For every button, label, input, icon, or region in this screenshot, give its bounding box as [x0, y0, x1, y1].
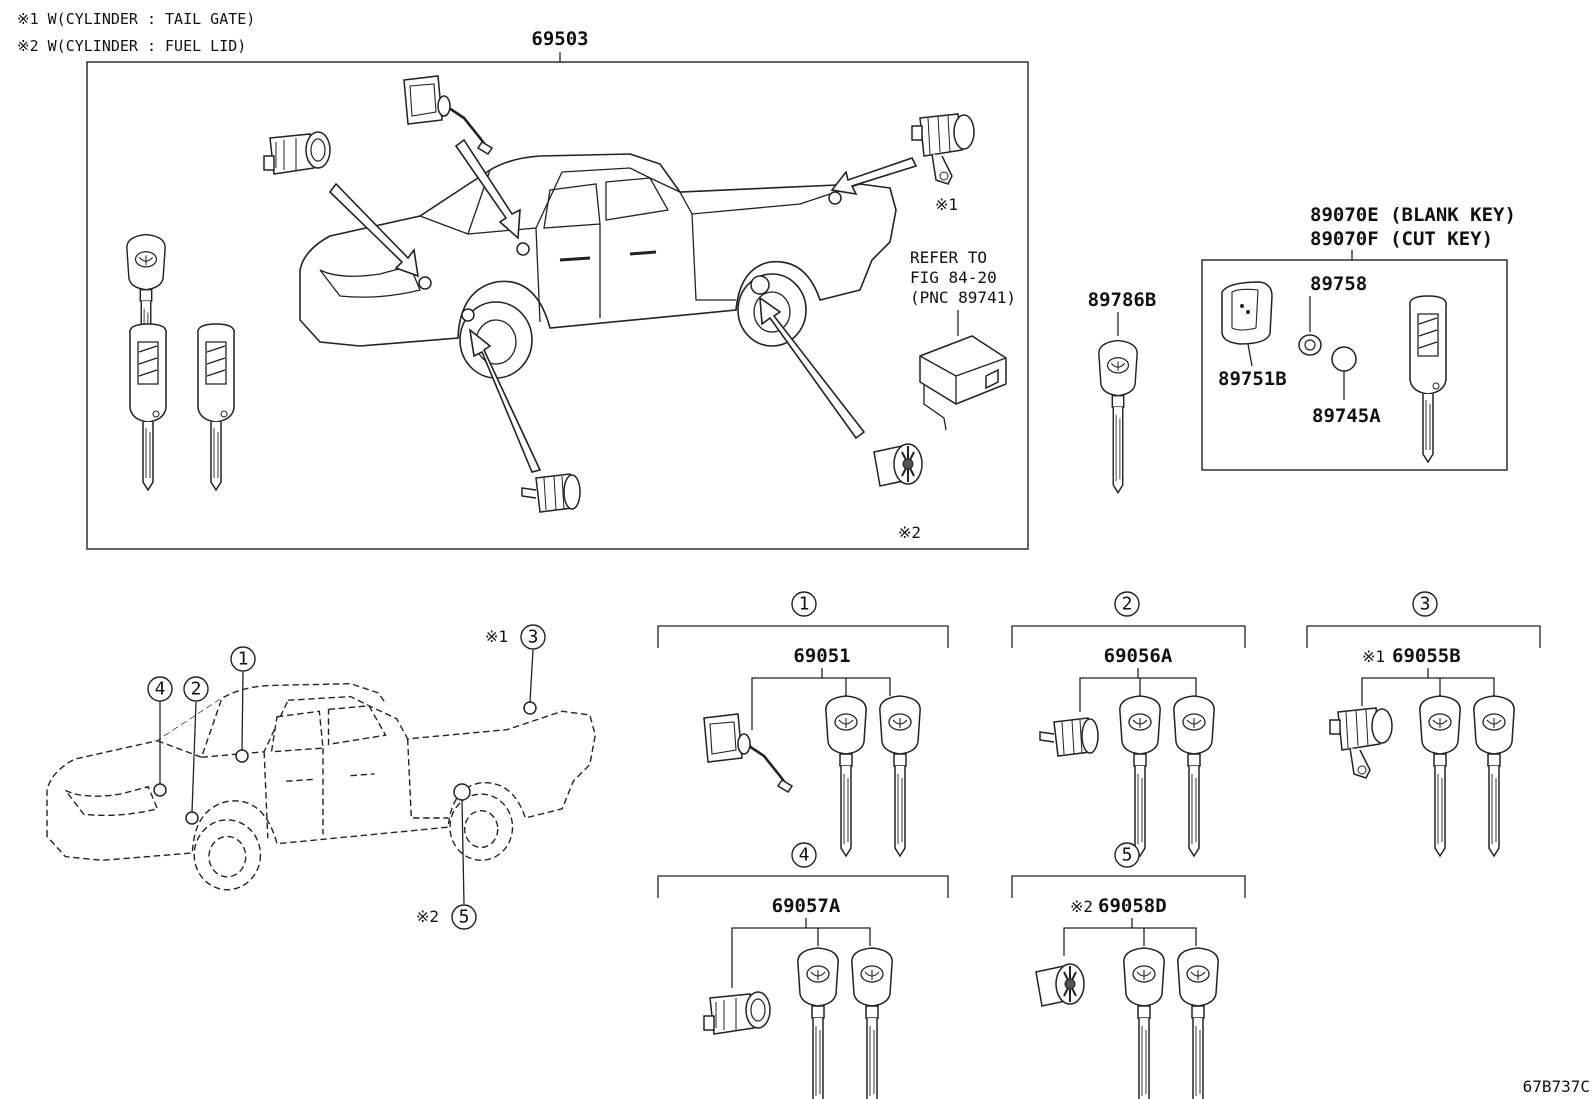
ignition-cylinder-part: [703, 991, 771, 1035]
group-3: 3 ※1 69055B: [1306, 591, 1541, 857]
remote-key-icon: [1409, 295, 1447, 463]
steering-lock-part: [402, 74, 494, 156]
key-icon: [1123, 947, 1165, 1099]
part-number-69056A: 69056A: [1104, 645, 1173, 667]
group-4: 4 69057A: [657, 842, 949, 1099]
part-number-69055B: 69055B: [1392, 645, 1461, 667]
part-number-69051: 69051: [793, 645, 850, 667]
note-tail-gate: ※1 W(CYLINDER : TAIL GATE): [17, 10, 255, 28]
refer-line-1: REFER TO: [910, 248, 987, 267]
truck-illustration-main: [298, 152, 898, 380]
remote-key-icon: [129, 323, 167, 491]
svg-text:3: 3: [1420, 594, 1431, 615]
key-icon: [1177, 947, 1219, 1099]
part-number-69057A: 69057A: [772, 895, 841, 917]
group-2: 2 69056A: [1011, 591, 1246, 857]
group-1: 1 69051: [657, 591, 949, 857]
key-icon: [1419, 695, 1461, 857]
key-cover-part: [1221, 281, 1273, 345]
key-icon: [1119, 695, 1161, 857]
fuel-lid-cylinder-part: [873, 443, 923, 487]
ignition-cylinder-part: [263, 131, 331, 175]
svg-text:5: 5: [1122, 845, 1133, 866]
index-callout-1: 1: [230, 646, 256, 672]
svg-text:1: 1: [799, 594, 810, 615]
remote-key-frame: [1201, 259, 1508, 471]
key-icon: [879, 695, 921, 857]
svg-text:4: 4: [155, 679, 166, 700]
battery-part: [1331, 346, 1357, 372]
part-number-89758: 89758: [1310, 273, 1367, 295]
truck-illustration-index: [46, 682, 597, 891]
index-mark-2: ※2: [416, 907, 439, 926]
key-icon: [1173, 695, 1215, 857]
refer-line-2: FIG 84-20: [910, 268, 997, 287]
remote-key-icon: [197, 323, 235, 491]
svg-text:3: 3: [528, 627, 539, 648]
index-mark-1: ※1: [485, 627, 508, 646]
group-5: 5 ※2 69058D: [1011, 842, 1246, 1099]
index-callout-2: 2: [183, 676, 209, 702]
part-number-69503: 69503: [531, 28, 588, 50]
fuel-lid-ref-mark: ※2: [898, 523, 921, 542]
note-fuel-lid: ※2 W(CYLINDER : FUEL LID): [17, 37, 246, 55]
tail-gate-cylinder-part: [1329, 707, 1393, 779]
callout-arrows: [328, 138, 918, 473]
index-callout-3: 3: [520, 624, 546, 650]
door-cylinder-part: [1039, 717, 1099, 757]
remote-key-blank-label: 89070E (BLANK KEY): [1310, 204, 1516, 226]
key-icon: [1473, 695, 1515, 857]
svg-text:2: 2: [1122, 594, 1133, 615]
key-icon: [797, 947, 839, 1099]
part-number-89751B: 89751B: [1218, 368, 1287, 390]
index-callout-4: 4: [147, 676, 173, 702]
part-number-89786B: 89786B: [1088, 289, 1157, 311]
control-unit-part: [919, 335, 1007, 431]
part-number-89745A: 89745A: [1312, 405, 1381, 427]
group-3-mark: ※1: [1362, 647, 1385, 666]
key-icon: [851, 947, 893, 1099]
main-set-frame: [86, 61, 1029, 550]
group-5-mark: ※2: [1070, 897, 1093, 916]
svg-text:1: 1: [238, 649, 249, 670]
index-callout-5: 5: [451, 904, 477, 930]
tail-gate-ref-mark: ※1: [935, 195, 958, 214]
door-cylinder-part: [521, 473, 581, 513]
o-ring-part: [1298, 334, 1322, 356]
truck-index-dashed-overlay: [46, 682, 597, 891]
key-icon: [825, 695, 867, 857]
steering-lock-part: [702, 712, 794, 794]
refer-line-3: (PNC 89741): [910, 288, 1016, 307]
fuel-lid-cylinder-part: [1035, 963, 1085, 1007]
key-icon: [1098, 339, 1138, 494]
figure-id: 67B737C: [1523, 1077, 1590, 1096]
svg-text:5: 5: [459, 907, 470, 928]
part-number-69058D: 69058D: [1098, 895, 1167, 917]
remote-key-cut-label: 89070F (CUT KEY): [1310, 228, 1493, 250]
svg-text:4: 4: [799, 845, 810, 866]
svg-text:2: 2: [191, 679, 202, 700]
tail-gate-cylinder-part: [911, 113, 975, 185]
